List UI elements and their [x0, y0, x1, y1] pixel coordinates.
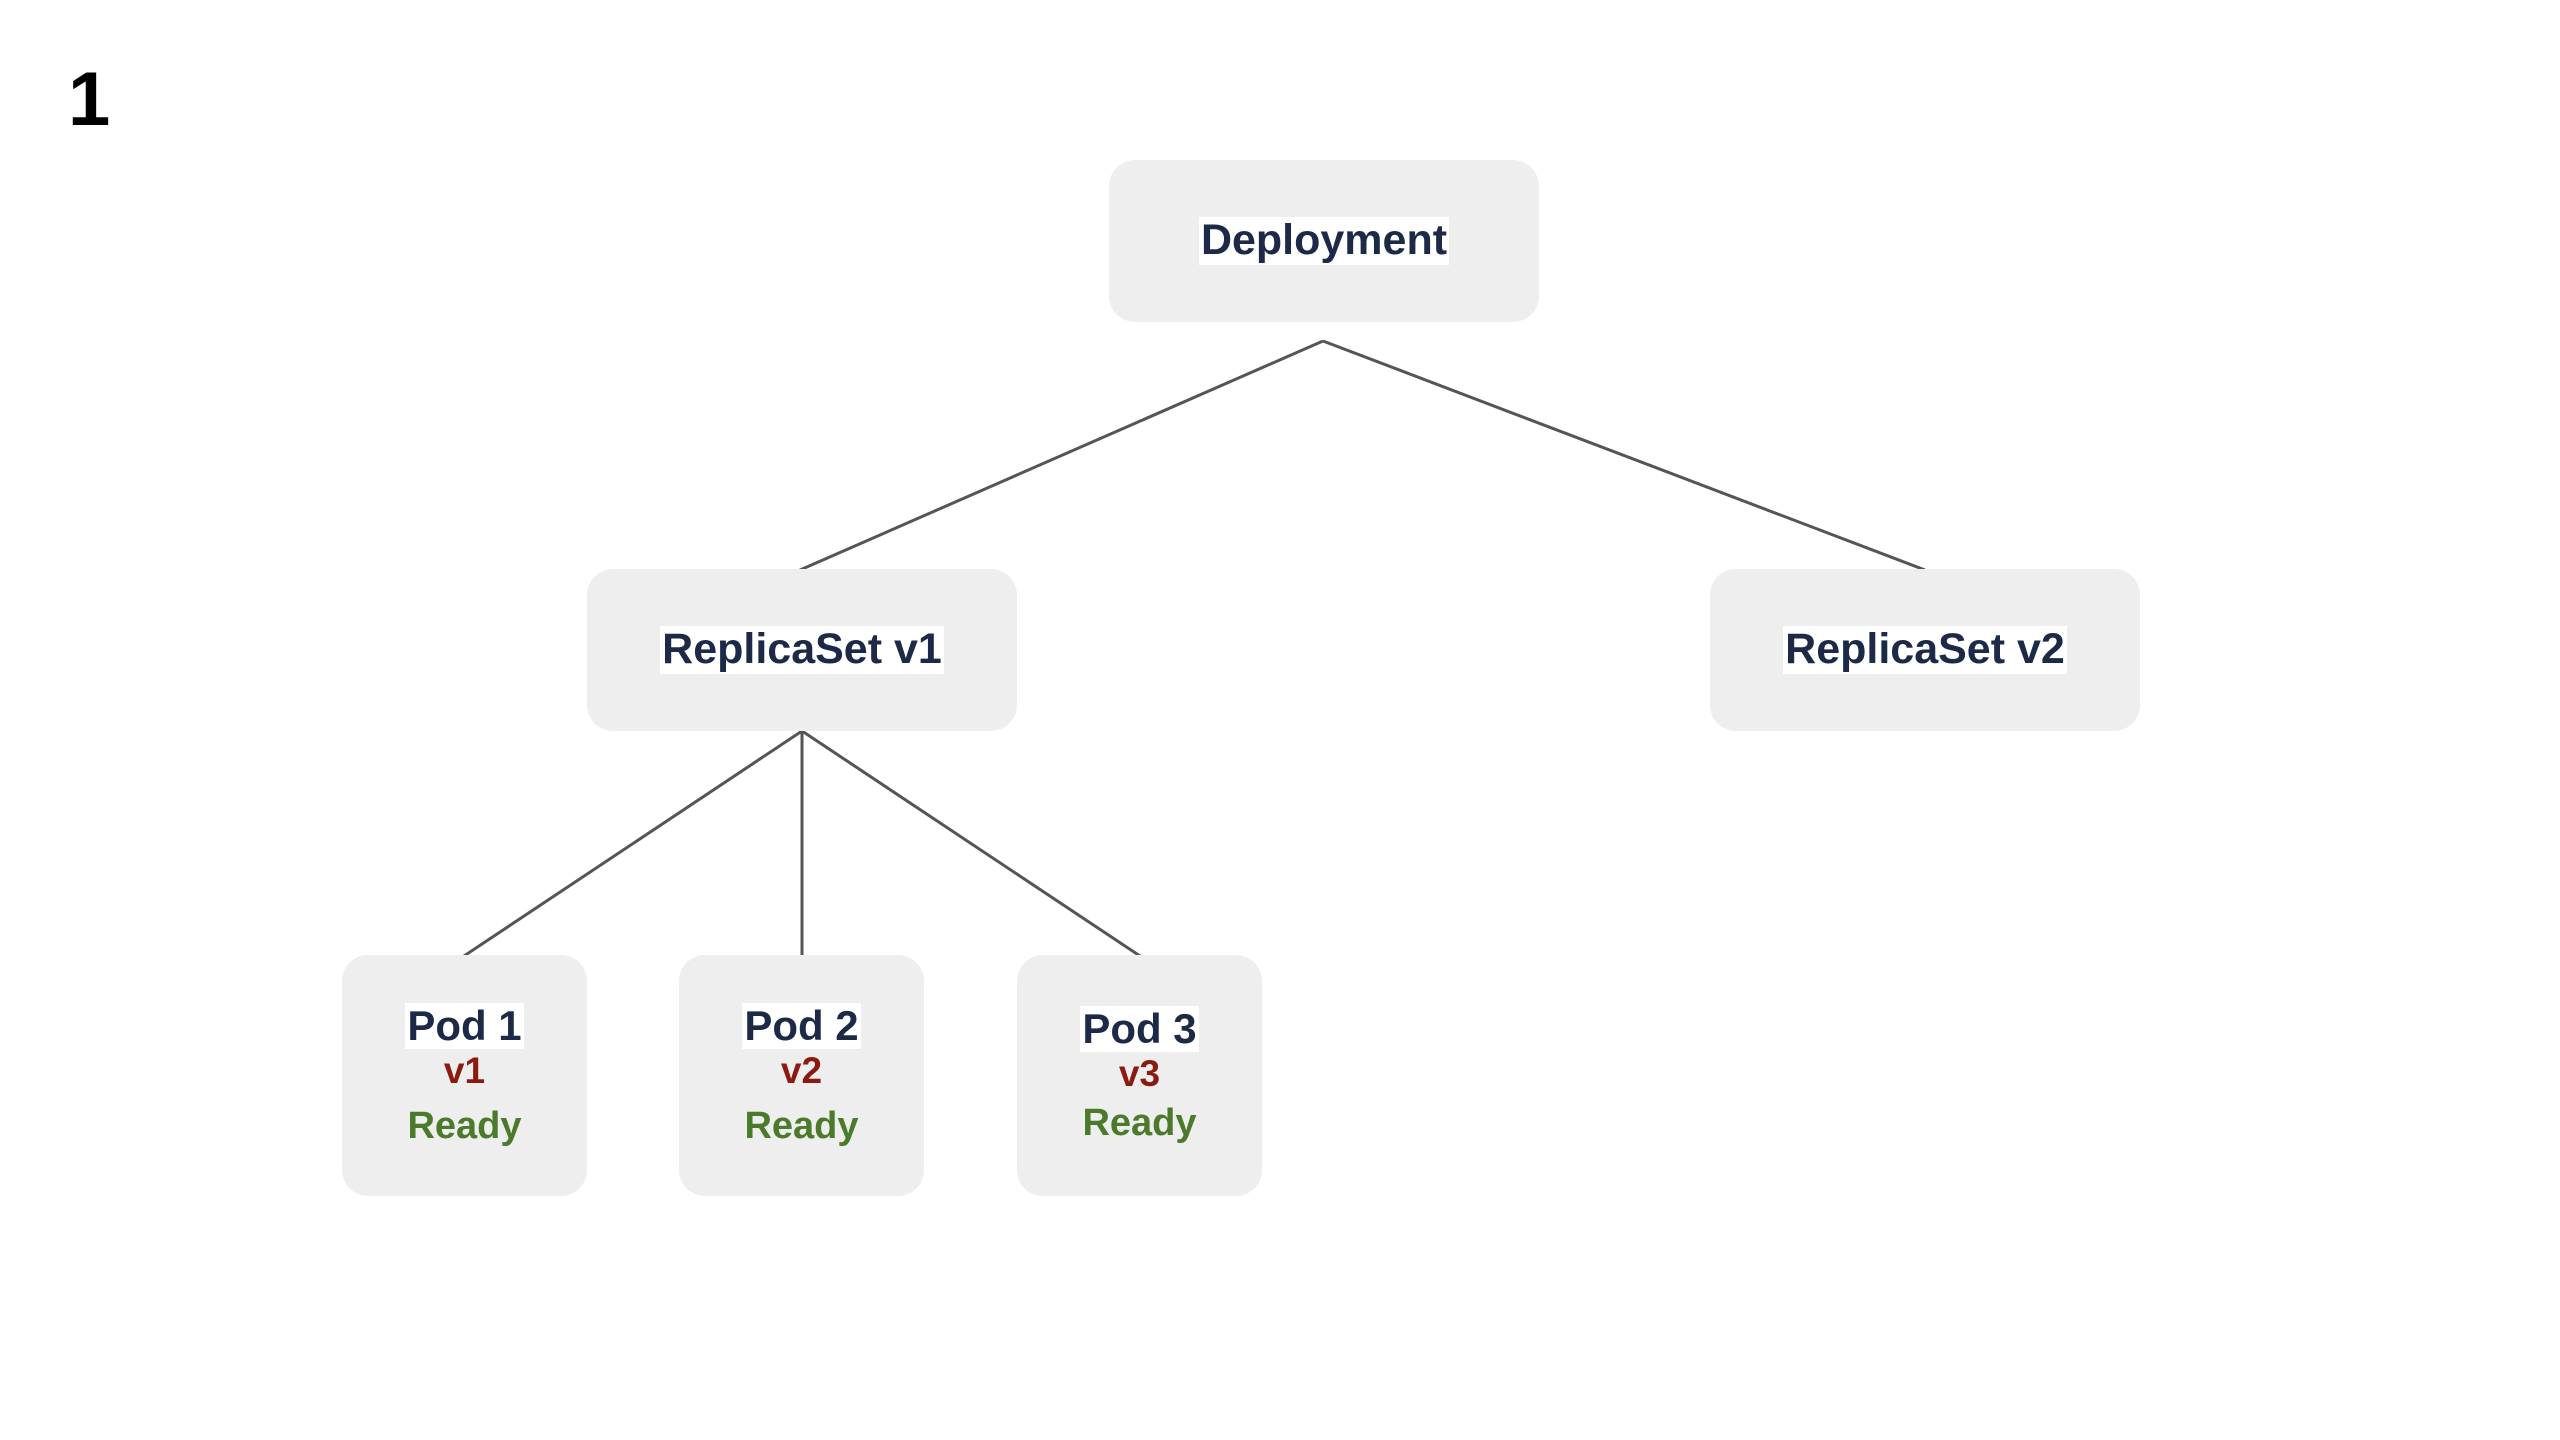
deployment-node: Deployment [1109, 160, 1539, 322]
replicaset-v1-label: ReplicaSet v1 [660, 625, 944, 674]
pod-2-node: Pod 2 v2 Ready [679, 955, 924, 1196]
pod-1-status: Ready [407, 1105, 522, 1148]
pod-1-node: Pod 1 v1 Ready [342, 955, 587, 1196]
connector-replicaset-v1-pod-3 [801, 729, 1141, 958]
deployment-label: Deployment [1198, 216, 1450, 265]
pod-2-label: Pod 2 [742, 1002, 861, 1050]
pod-2-version: v2 [780, 1050, 823, 1092]
pod-2-status: Ready [744, 1105, 859, 1148]
replicaset-v2-label: ReplicaSet v2 [1783, 625, 2067, 674]
replicaset-v2-node: ReplicaSet v2 [1710, 569, 2140, 731]
pod-1-version: v1 [443, 1050, 486, 1092]
connector-deployment-replicaset-v2 [1322, 339, 1926, 572]
pod-3-version: v3 [1118, 1053, 1161, 1095]
step-number: 1 [68, 57, 111, 142]
connector-replicaset-v1-pod-1 [463, 729, 803, 958]
pod-3-node: Pod 3 v3 Ready [1017, 955, 1262, 1196]
replicaset-v1-node: ReplicaSet v1 [587, 569, 1017, 731]
pod-1-label: Pod 1 [405, 1002, 524, 1050]
connector-deployment-replicaset-v1 [799, 339, 1324, 572]
pod-3-label: Pod 3 [1080, 1005, 1199, 1053]
pod-3-status: Ready [1082, 1102, 1197, 1145]
